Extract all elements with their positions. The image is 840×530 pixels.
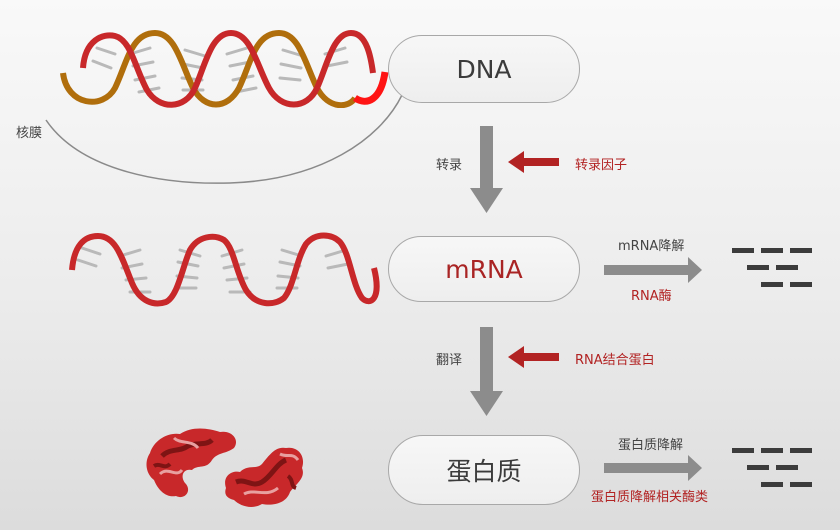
transcription-factor-label: 转录因子 bbox=[575, 158, 628, 173]
transcription-label: 转录 bbox=[436, 158, 463, 173]
mrna-node: mRNA bbox=[388, 236, 580, 302]
protease-label: 蛋白质降解相关酶类 bbox=[591, 490, 709, 505]
translation-arrow bbox=[470, 327, 503, 416]
rna-binding-protein-label: RNA结合蛋白 bbox=[575, 353, 655, 368]
rnase-label: RNA酶 bbox=[631, 289, 672, 304]
protein-degradation-label: 蛋白质降解 bbox=[618, 438, 684, 453]
dna-double-helix-icon bbox=[60, 29, 389, 108]
dna-node: DNA bbox=[388, 35, 580, 103]
mrna-degradation-label: mRNA降解 bbox=[618, 239, 685, 254]
protein-node-label: 蛋白质 bbox=[446, 457, 522, 486]
mrna-degradation-arrow bbox=[604, 257, 702, 283]
transcription-arrow bbox=[470, 126, 503, 213]
dna-node-label: DNA bbox=[456, 54, 512, 84]
rna-binding-protein-arrow bbox=[508, 346, 559, 368]
transcription-factor-arrow bbox=[508, 151, 559, 173]
protein-node: 蛋白质 bbox=[388, 435, 580, 505]
translation-label: 翻译 bbox=[436, 353, 463, 368]
mrna-single-strand-icon bbox=[69, 232, 380, 307]
protein-degradation-arrow bbox=[604, 455, 702, 481]
folded-protein-icon bbox=[146, 428, 304, 507]
mrna-fragments-icon bbox=[732, 248, 812, 287]
protein-fragments-icon bbox=[732, 448, 812, 487]
mrna-node-label: mRNA bbox=[445, 254, 523, 284]
nuclear-membrane-label: 核膜 bbox=[16, 126, 43, 141]
